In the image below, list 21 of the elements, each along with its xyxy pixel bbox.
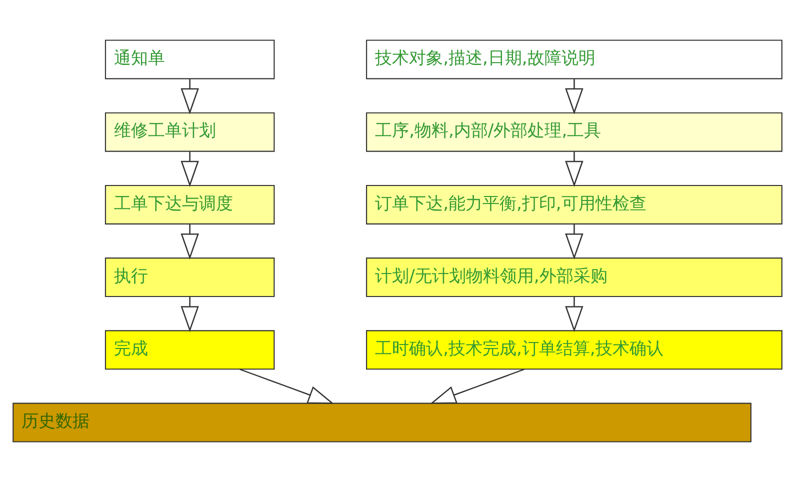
arrow	[180, 296, 199, 332]
arrow	[565, 296, 584, 332]
node-box: 执行	[104, 258, 275, 298]
node-box: 历史数据	[12, 402, 752, 442]
node-box: 工序,物料,内部/外部处理,工具	[366, 112, 782, 152]
node-box: 技术对象,描述,日期,故障说明	[366, 40, 782, 80]
node-box: 计划/无计划物料领用,外部采购	[366, 258, 782, 298]
arrow	[240, 368, 334, 404]
arrow	[180, 152, 199, 187]
node-box: 工时确认,技术完成,订单结算,技术确认	[366, 330, 782, 370]
node-box: 订单下达,能力平衡,打印,可用性检查	[366, 184, 782, 224]
arrow	[565, 152, 584, 187]
node-box: 完成	[104, 330, 275, 370]
node-box: 通知单	[104, 40, 275, 80]
node-box: 工单下达与调度	[104, 184, 275, 224]
arrow	[565, 224, 584, 260]
arrow	[180, 224, 199, 260]
node-box: 维修工单计划	[104, 112, 275, 152]
arrow	[180, 79, 199, 114]
arrow	[565, 79, 584, 114]
arrow	[430, 368, 524, 404]
